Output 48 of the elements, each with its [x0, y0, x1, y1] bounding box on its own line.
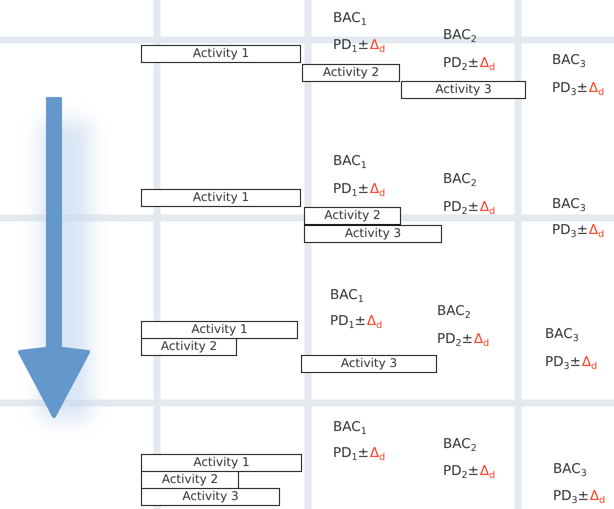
- deviation-label: Δ$_{d}$: [480, 55, 496, 75]
- budget-label: BAC$_{3}$: [545, 326, 579, 346]
- activity-bar: Activity 2: [141, 338, 237, 356]
- activity-bar: Activity 3: [401, 81, 526, 99]
- deviation-label: Δ$_{d}$: [480, 199, 496, 219]
- activity-bar: Activity 1: [141, 45, 301, 63]
- deviation-label: Δ$_{d}$: [582, 354, 598, 374]
- duration-label: PD$_{2}$±: [437, 331, 473, 351]
- budget-label: BAC$_{2}$: [443, 436, 477, 456]
- duration-label: PD$_{3}$±: [545, 354, 581, 374]
- budget-label: BAC$_{2}$: [443, 171, 477, 191]
- budget-label: BAC$_{1}$: [333, 10, 367, 30]
- activity-bar: Activity 2: [302, 64, 400, 82]
- budget-label: BAC$_{3}$: [552, 196, 586, 216]
- deviation-label: Δ$_{d}$: [590, 488, 606, 508]
- deviation-label: Δ$_{d}$: [474, 331, 490, 351]
- duration-label: PD$_{2}$±: [443, 55, 479, 75]
- deviation-label: Δ$_{d}$: [588, 80, 604, 100]
- budget-label: BAC$_{1}$: [333, 419, 367, 439]
- budget-label: BAC$_{1}$: [330, 287, 364, 307]
- budget-label: BAC$_{1}$: [333, 153, 367, 173]
- deviation-label: Δ$_{d}$: [370, 37, 386, 57]
- activity-bar: Activity 3: [304, 225, 442, 243]
- duration-label: PD$_{3}$±: [552, 80, 588, 100]
- duration-label: PD$_{3}$±: [553, 488, 589, 508]
- deviation-label: Δ$_{d}$: [588, 222, 604, 242]
- deviation-label: Δ$_{d}$: [366, 313, 382, 333]
- duration-label: PD$_{1}$±: [333, 445, 369, 465]
- duration-label: PD$_{1}$±: [330, 313, 366, 333]
- duration-label: PD$_{2}$±: [443, 463, 479, 483]
- activity-bar: Activity 1: [141, 321, 298, 339]
- budget-label: BAC$_{3}$: [552, 52, 586, 72]
- activity-bar: Activity 2: [141, 471, 239, 489]
- duration-label: PD$_{1}$±: [333, 181, 369, 201]
- activity-bar: Activity 3: [301, 355, 437, 373]
- deviation-label: Δ$_{d}$: [480, 463, 496, 483]
- duration-label: PD$_{3}$±: [552, 222, 588, 242]
- budget-label: BAC$_{2}$: [443, 27, 477, 47]
- activity-bar: Activity 3: [141, 488, 280, 506]
- activity-bar: Activity 1: [141, 189, 301, 207]
- deviation-label: Δ$_{d}$: [370, 445, 386, 465]
- duration-label: PD$_{2}$±: [443, 199, 479, 219]
- activity-bar: Activity 1: [141, 454, 302, 472]
- deviation-label: Δ$_{d}$: [370, 181, 386, 201]
- duration-label: PD$_{1}$±: [333, 37, 369, 57]
- activity-bar: Activity 2: [304, 207, 401, 225]
- budget-label: BAC$_{2}$: [437, 303, 471, 323]
- budget-label: BAC$_{3}$: [553, 461, 587, 481]
